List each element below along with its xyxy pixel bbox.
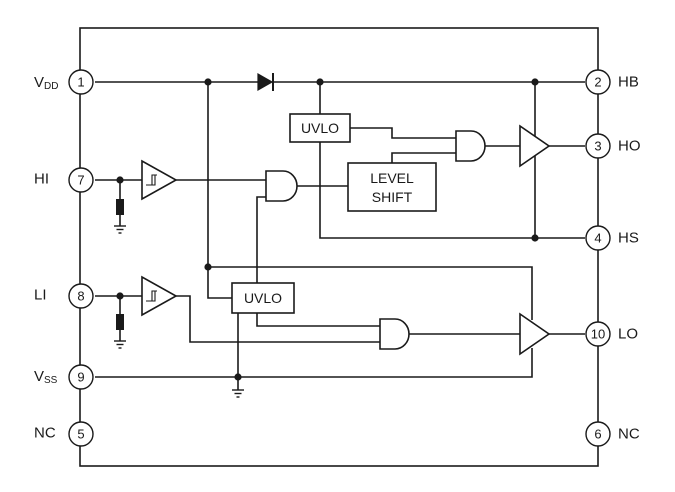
junction-dot — [204, 78, 212, 86]
hi-schmitt-buffer-icon — [141, 159, 178, 201]
junction-dot — [531, 78, 539, 86]
bootstrap-diode-icon — [257, 72, 274, 92]
hi-pulldown-resistor — [116, 199, 124, 215]
hs-wire — [319, 142, 585, 239]
level-shift-label-line1: LEVEL — [370, 170, 414, 186]
pin-hs: 4 HS — [585, 225, 639, 251]
and-gate-low-icon — [379, 318, 410, 350]
junction-dot — [116, 176, 124, 184]
pin-vdd-number: 1 — [77, 75, 84, 90]
pin-li-label: LI — [34, 287, 47, 304]
uvlo-low-label: UVLO — [244, 290, 282, 306]
pin-vdd-label: VDD — [34, 74, 58, 92]
pin-hb: 2 HB — [585, 69, 639, 95]
pin-vss-label: VSS — [34, 368, 58, 386]
ground-icon — [232, 389, 244, 398]
and-gate-high-icon — [455, 130, 486, 162]
and-gate-hi-icon — [265, 170, 298, 202]
pin-ho-number: 3 — [594, 139, 601, 154]
ground-icon — [114, 225, 126, 234]
pin-lo-number: 10 — [591, 327, 605, 342]
pin-hi-label: HI — [34, 171, 49, 188]
junction-dot — [116, 292, 124, 300]
uvlo-low-out-wire — [256, 313, 380, 327]
vdd-to-lo-driver-wire — [208, 266, 533, 320]
high-side-driver-icon — [519, 124, 551, 168]
uvlo-high-out-wire — [350, 127, 456, 139]
li-pulldown-resistor — [116, 314, 124, 330]
pin-ho-label: HO — [618, 138, 641, 155]
pin-vdd: VDD 1 — [34, 69, 94, 95]
pin-hi-number: 7 — [77, 173, 84, 188]
pin-lo: 10 LO — [585, 321, 638, 347]
junction-dot — [204, 263, 212, 271]
package-outline — [79, 27, 599, 467]
pin-nc-right-label: NC — [618, 426, 640, 443]
level-shift-out-wire — [391, 152, 456, 163]
junction-dot — [234, 373, 242, 381]
pin-vss-number: 9 — [77, 370, 84, 385]
pin-hb-label: HB — [618, 74, 639, 91]
pin-nc-left-label: NC — [34, 425, 56, 442]
junction-dot — [316, 78, 324, 86]
pin-vss: VSS 9 — [34, 364, 94, 390]
level-shift-block: LEVEL SHIFT — [347, 162, 437, 212]
pin-li: LI 8 — [34, 283, 94, 309]
level-shift-label-line2: SHIFT — [372, 189, 413, 205]
uvlo-low-block: UVLO — [231, 282, 295, 314]
pin-ho: 3 HO — [585, 133, 641, 159]
pin-nc-right: 6 NC — [585, 421, 640, 447]
pin-hs-label: HS — [618, 230, 639, 247]
pin-nc-left-number: 5 — [77, 427, 84, 442]
pin-hb-number: 2 — [594, 75, 601, 90]
vss-wire — [95, 348, 533, 378]
pin-li-number: 8 — [77, 289, 84, 304]
pin-hs-number: 4 — [594, 231, 601, 246]
vdd-to-uvlo-low-wire — [207, 82, 232, 299]
pin-nc-right-number: 6 — [594, 427, 601, 442]
uvlo-high-block: UVLO — [289, 113, 351, 143]
uvlo-low-to-and-hi-wire — [256, 196, 266, 283]
junction-dot — [531, 234, 539, 242]
low-side-driver-icon — [519, 312, 551, 356]
pin-hi: HI 7 — [34, 167, 94, 193]
pin-lo-label: LO — [618, 326, 638, 343]
pin-nc-left: NC 5 — [34, 421, 94, 447]
li-schmitt-buffer-icon — [141, 275, 178, 317]
li-buffer-out-wire — [176, 295, 380, 343]
ground-icon — [114, 340, 126, 349]
uvlo-high-label: UVLO — [301, 120, 339, 136]
